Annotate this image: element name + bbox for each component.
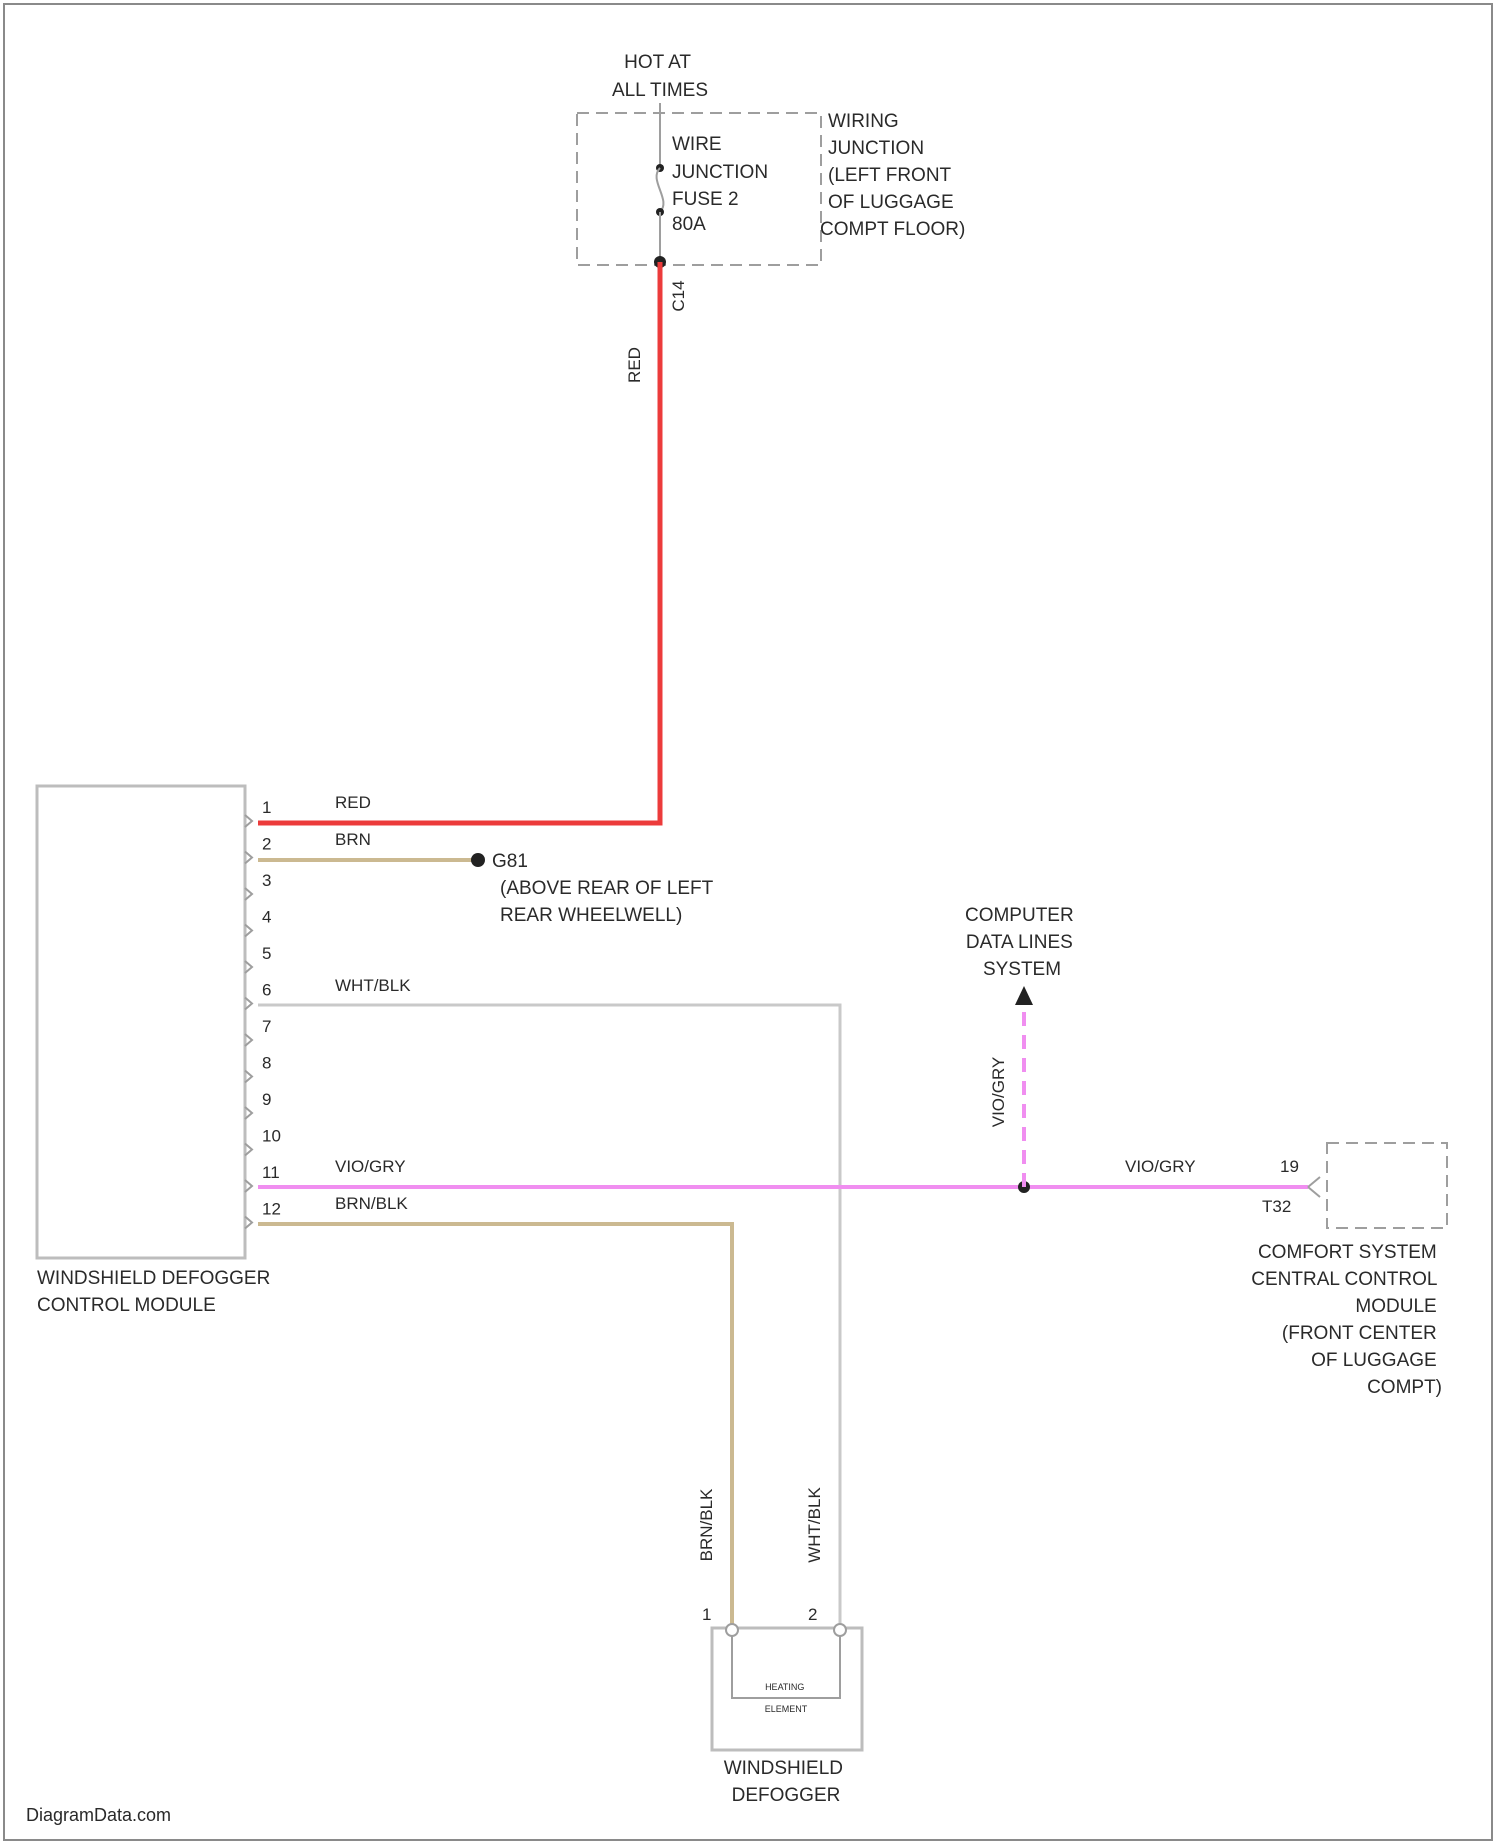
defogger-terminal-left [726, 1624, 738, 1636]
pin-9-number: 9 [262, 1090, 271, 1109]
defogger-control-module-box [37, 786, 245, 1258]
defogger-pin-left: 1 [702, 1605, 711, 1624]
defogger-terminal-right [834, 1624, 846, 1636]
diagram-frame [4, 4, 1492, 1840]
pin-3-number: 3 [262, 871, 271, 890]
defogger-left-wire-label: BRN/BLK [697, 1488, 716, 1561]
pin2-wire-label: BRN [335, 830, 371, 849]
data-lines-system-label: COMPUTER DATA LINES SYSTEM [965, 905, 1079, 980]
to-comfort-wire-label: VIO/GRY [1125, 1157, 1196, 1176]
defogger-pin-right: 2 [808, 1605, 817, 1624]
pin-7-number: 7 [262, 1017, 271, 1036]
ground-location-label: (ABOVE REAR OF LEFT REAR WHEELWELL) [500, 878, 718, 926]
pin12-wire-label: BRN/BLK [335, 1194, 408, 1213]
pin6-wire-label: WHT/BLK [335, 976, 411, 995]
pin-4-number: 4 [262, 908, 271, 927]
pin-11-number: 11 [262, 1163, 280, 1182]
comfort-connector-id: T32 [1262, 1197, 1291, 1216]
data-lines-arrow [1015, 986, 1033, 1005]
defogger-right-wire-label: WHT/BLK [805, 1487, 824, 1563]
pin-10-number: 10 [262, 1127, 281, 1146]
red-vertical-wire-label: RED [625, 347, 644, 383]
fuse-inner-label: WIRE JUNCTION FUSE 2 80A [672, 134, 773, 235]
wiring-junction-location-label: WIRING JUNCTION (LEFT FRONT OF LUGGAGE C… [820, 111, 965, 240]
wht-blk-wire [258, 1005, 840, 1625]
comfort-connector-mark [1308, 1177, 1320, 1197]
hot-at-all-times-label: HOT AT ALL TIMES [612, 52, 708, 101]
pin-6-number: 6 [262, 981, 271, 1000]
data-branch-wire-label: VIO/GRY [989, 1057, 1008, 1128]
red-power-wire [258, 262, 660, 823]
pin1-wire-label: RED [335, 793, 371, 812]
pin11-wire-label: VIO/GRY [335, 1157, 406, 1176]
brn-blk-wire [258, 1224, 732, 1625]
control-module-name: WINDSHIELD DEFOGGER CONTROL MODULE [37, 1268, 276, 1316]
pin-8-number: 8 [262, 1054, 271, 1073]
ground-g81-dot [471, 853, 485, 867]
pin-5-number: 5 [262, 944, 271, 963]
pin-2-number: 2 [262, 835, 271, 854]
ground-g81-label: G81 [492, 851, 528, 872]
pin-1-number: 1 [262, 798, 271, 817]
comfort-module-name: COMFORT SYSTEM CENTRAL CONTROL MODULE (F… [1251, 1242, 1442, 1398]
watermark: DiagramData.com [26, 1805, 171, 1825]
connector-c14-label: C14 [669, 280, 688, 311]
pin-12-number: 12 [262, 1200, 281, 1219]
comfort-pin-number: 19 [1280, 1157, 1299, 1176]
fuse-symbol [657, 168, 664, 212]
comfort-module-box [1327, 1143, 1447, 1228]
windshield-defogger-name: WINDSHIELD DEFOGGER [724, 1758, 849, 1806]
